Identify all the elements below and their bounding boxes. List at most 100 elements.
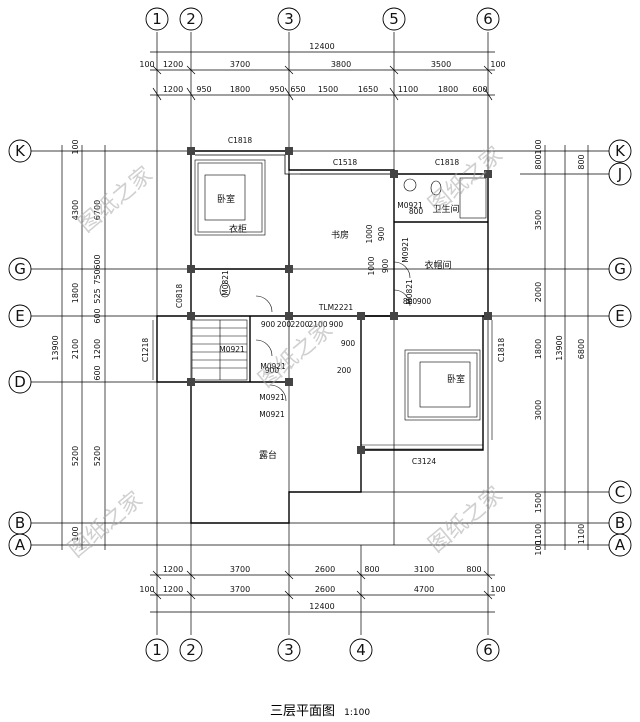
- axis-top-1-label: 2: [186, 10, 196, 28]
- watermark-1: 图纸之家: [424, 142, 507, 218]
- dim-top-r1-2: 3700: [230, 60, 250, 69]
- dim-top-total: 12400: [309, 42, 334, 51]
- misc-dim-2: 2200: [290, 320, 309, 329]
- dim-left-i-1: 600: [93, 254, 102, 269]
- dim-top-r1-3: 3800: [331, 60, 351, 69]
- watermark-4: 图纸之家: [424, 482, 507, 558]
- axis-top-1-bubble: [179, 7, 203, 31]
- dim-right-o-7: 1100: [534, 524, 543, 544]
- dim-top-r2-0: 1200: [163, 85, 183, 94]
- misc-dim-5: 1000: [367, 256, 376, 275]
- door-label-6: M0921: [259, 393, 285, 402]
- axis-left-0-bubble: [8, 139, 32, 163]
- axis-right-3-bubble: [608, 304, 632, 328]
- dim-left-total: 13900: [51, 335, 60, 360]
- axis-left-3-label: D: [14, 373, 26, 391]
- axis-bottom-1-label: 2: [186, 641, 196, 659]
- misc-dim-12: 900: [265, 366, 280, 375]
- dim-bot-r2-0: 100: [139, 585, 154, 594]
- dim-right-o-1: 800: [534, 154, 543, 169]
- room-label-5: 卧室: [447, 373, 465, 385]
- dim-right-i-1: 6800: [577, 339, 586, 359]
- axis-bottom-3-label: 4: [356, 641, 366, 659]
- axis-right-2-label: G: [614, 260, 626, 278]
- dim-left-i-7: 5200: [93, 446, 102, 466]
- misc-dim-8: 900: [377, 227, 386, 242]
- room-label-1: 衣柜: [229, 223, 247, 235]
- axis-left-3-bubble: [8, 370, 32, 394]
- dim-left-i-4: 600: [93, 308, 102, 323]
- dim-right-o-3: 2000: [534, 282, 543, 302]
- axis-top-4-label: 6: [483, 10, 493, 28]
- door-label-4: M0921: [260, 362, 286, 371]
- door-label-3: M0821: [405, 279, 414, 305]
- axis-bottom-0-label: 1: [152, 641, 162, 659]
- dim-top-r1-4: 3500: [431, 60, 451, 69]
- axis-left-4-label: B: [15, 514, 25, 532]
- axis-top-3-bubble: [382, 7, 406, 31]
- axis-right-4-label: C: [615, 483, 625, 501]
- axis-top-3-label: 5: [389, 10, 399, 28]
- axis-right-5-label: B: [615, 514, 625, 532]
- axis-left-1-label: G: [14, 260, 26, 278]
- dim-top-r2-6: 1650: [358, 85, 378, 94]
- room-label-3: 卫生间: [432, 203, 459, 215]
- misc-dim-4: 900: [341, 339, 356, 348]
- axis-right-0-label: K: [615, 142, 626, 160]
- dim-top-r1-5: 100: [490, 60, 505, 69]
- dim-bot-r2-3: 2600: [315, 585, 335, 594]
- dim-bot-r2-1: 1200: [163, 585, 183, 594]
- dim-bot-r1-4: 3100: [414, 565, 434, 574]
- axis-top-4-bubble: [476, 7, 500, 31]
- misc-dim-9: 800: [409, 207, 424, 216]
- dim-top-r2-7: 1100: [398, 85, 418, 94]
- axis-right-0-bubble: [608, 139, 632, 163]
- door-label-5: M0921: [259, 410, 285, 419]
- axis-left-1-bubble: [8, 257, 32, 281]
- dim-left-o-1: 4300: [71, 200, 80, 220]
- window-label-1: C1518: [333, 158, 358, 167]
- dim-top-r2-2: 1800: [230, 85, 250, 94]
- dim-left-i-3: 525: [93, 288, 102, 303]
- misc-dim-3: 900: [329, 320, 344, 329]
- dim-bot-r1-2: 2600: [315, 565, 335, 574]
- window-label-6: C3124: [412, 457, 437, 466]
- room-label-6: 露台: [259, 449, 277, 461]
- room-label-2: 书房: [331, 229, 349, 241]
- room-label-0: 卧室: [217, 193, 235, 205]
- axis-left-2-label: E: [15, 307, 24, 325]
- door-label-1: M0821: [221, 270, 230, 296]
- misc-dim-14: 2100: [308, 320, 327, 329]
- axis-top-2-label: 3: [284, 10, 294, 28]
- dim-left-o-2: 1800: [71, 283, 80, 303]
- axis-bottom-0-bubble: [145, 638, 169, 662]
- door-label-2: M0921: [401, 237, 410, 263]
- misc-dim-0: 900: [261, 320, 276, 329]
- dim-left-o-5: 100: [71, 526, 80, 541]
- dim-bot-r2-5: 100: [490, 585, 505, 594]
- dim-bot-r1-5: 800: [466, 565, 481, 574]
- dim-bot-r1-0: 1200: [163, 565, 183, 574]
- dim-bot-total: 12400: [309, 602, 334, 611]
- axis-bottom-4-label: 6: [483, 641, 493, 659]
- misc-dim-13: 200: [337, 366, 352, 375]
- dim-right-i-2: 1100: [577, 524, 586, 544]
- door-label-8: TLM2221: [318, 303, 354, 312]
- dim-left-i-0: 6700: [93, 200, 102, 220]
- misc-dim-11: 800: [403, 297, 418, 306]
- axis-right-2-bubble: [608, 257, 632, 281]
- axis-top-0-label: 1: [152, 10, 162, 28]
- axis-top-2-bubble: [277, 7, 301, 31]
- dim-left-o-4: 5200: [71, 446, 80, 466]
- dim-top-r2-8: 1800: [438, 85, 458, 94]
- dim-top-r2-5: 1500: [318, 85, 338, 94]
- axis-left-5-bubble: [8, 533, 32, 557]
- dim-bot-r1-3: 800: [364, 565, 379, 574]
- dim-bot-r1-1: 3700: [230, 565, 250, 574]
- axis-top-0-bubble: [145, 7, 169, 31]
- axis-left-2-bubble: [8, 304, 32, 328]
- dim-bot-r2-4: 4700: [414, 585, 434, 594]
- dim-right-o-8: 100: [534, 540, 543, 555]
- dim-right-o-6: 1500: [534, 493, 543, 513]
- axis-right-4-bubble: [608, 480, 632, 504]
